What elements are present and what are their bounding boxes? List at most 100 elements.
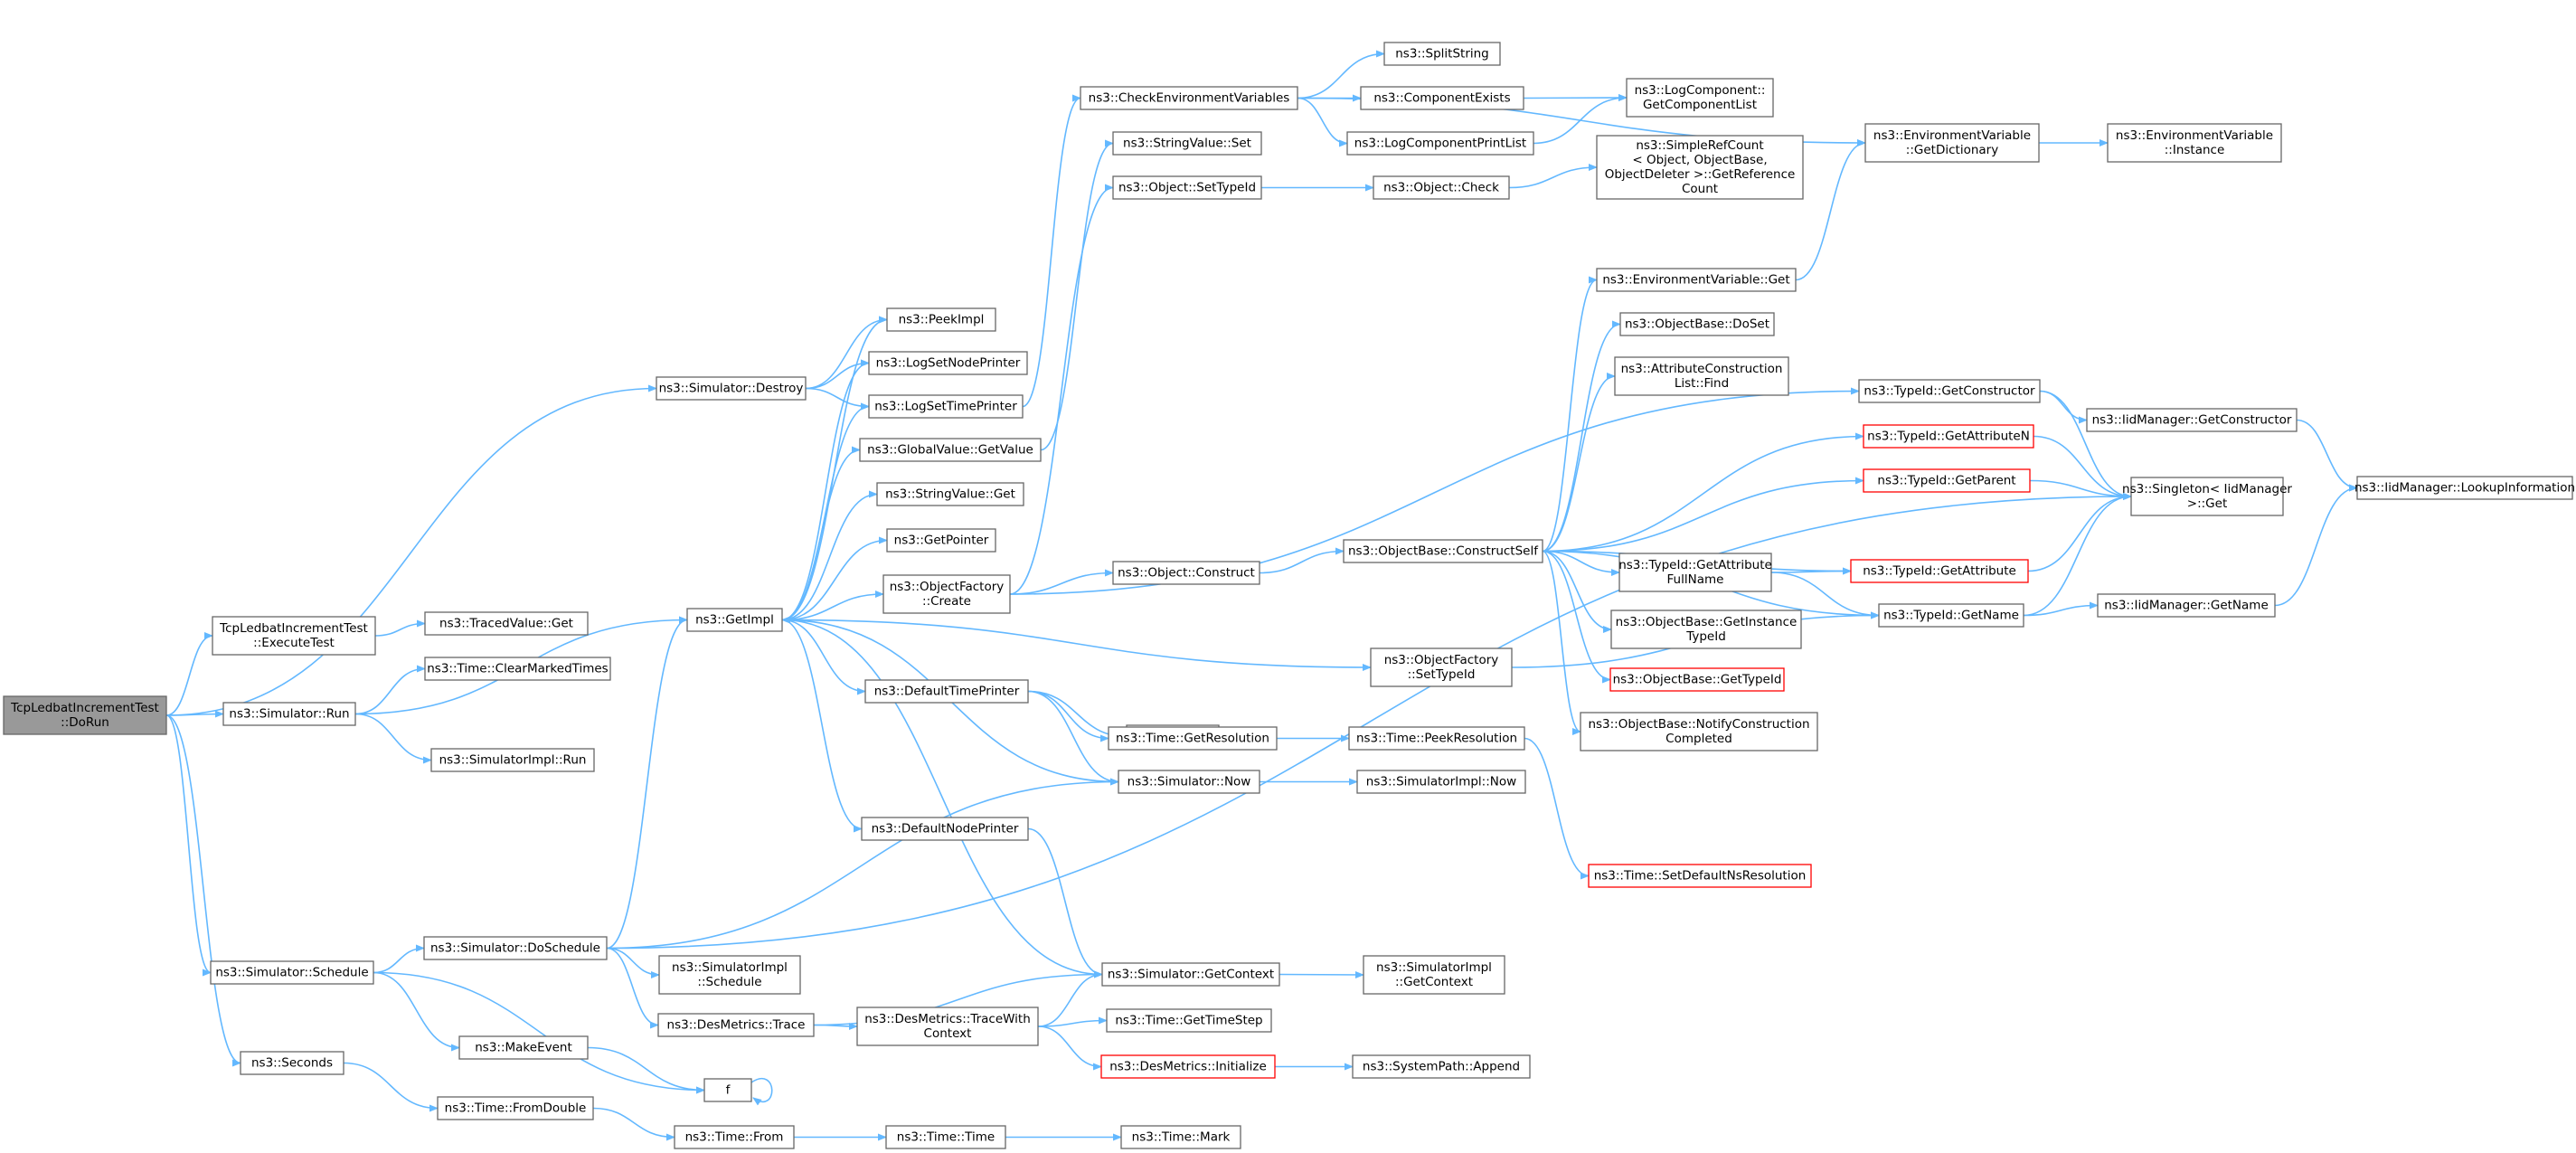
node-objCheck[interactable]: ns3::Object::Check: [1373, 175, 1510, 200]
node-box: [1080, 86, 1298, 110]
node-obGetTid[interactable]: ns3::ObjectBase::GetTypeId: [1609, 667, 1785, 692]
node-label: ns3::GlobalValue::GetValue: [867, 443, 1033, 458]
node-compExists[interactable]: ns3::ComponentExists: [1360, 86, 1524, 110]
edge-iidGetName-to-iidLookup: [2274, 484, 2358, 607]
node-ofSetTypeId[interactable]: ns3::ObjectFactory::SetTypeId: [1370, 647, 1513, 687]
node-label: ns3::TracedValue::Get: [439, 617, 573, 631]
node-simGetCtx[interactable]: ns3::Simulator::GetContext: [1101, 962, 1280, 987]
edge-simSchedule-to-simDoSchedule: [373, 944, 425, 974]
edge-fnF-to-fnF: [750, 1077, 773, 1106]
node-envInstance[interactable]: ns3::EnvironmentVariable::Instance: [2107, 123, 2282, 163]
node-iidLookup[interactable]: ns3::IidManager::LookupInformation: [2354, 476, 2575, 500]
node-desInit[interactable]: ns3::DesMetrics::Initialize: [1100, 1054, 1276, 1079]
node-label: TcpLedbatIncrementTest: [10, 701, 159, 715]
node-tidGetName[interactable]: ns3::TypeId::GetName: [1878, 603, 2024, 628]
node-box: [876, 482, 1024, 506]
node-execTest[interactable]: TcpLedbatIncrementTest::ExecuteTest: [212, 616, 376, 656]
node-simpleRefCount[interactable]: ns3::SimpleRefCount< Object, ObjectBase,…: [1596, 135, 1804, 200]
node-peekRes[interactable]: ns3::Time::PeekResolution: [1348, 726, 1525, 751]
node-logSetTime[interactable]: ns3::LogSetTimePrinter: [868, 394, 1024, 419]
node-box: [703, 1078, 752, 1102]
node-label: ::DoRun: [61, 715, 109, 730]
edge-tidGetAttrN-to-singletonGet: [2033, 435, 2132, 500]
node-tidGetAttrN[interactable]: ns3::TypeId::GetAttributeN: [1863, 424, 2034, 449]
node-objSetTypeId[interactable]: ns3::Object::SetTypeId: [1112, 175, 1262, 200]
node-splitString[interactable]: ns3::SplitString: [1383, 42, 1501, 66]
node-obConstructSelf[interactable]: ns3::ObjectBase::ConstructSelf: [1343, 539, 1543, 563]
node-timeFrom[interactable]: ns3::Time::From: [674, 1125, 795, 1149]
node-timeTime[interactable]: ns3::Time::Time: [885, 1125, 1006, 1149]
node-iidGetName[interactable]: ns3::IidManager::GetName: [2097, 593, 2276, 618]
node-simImplSchedule[interactable]: ns3::SimulatorImpl::Schedule: [658, 955, 801, 995]
node-simImplGetCtx[interactable]: ns3::SimulatorImpl::GetContext: [1363, 955, 1505, 995]
node-desTrace[interactable]: ns3::DesMetrics::Trace: [657, 1013, 815, 1037]
node-simNow[interactable]: ns3::Simulator::Now: [1118, 770, 1260, 794]
node-simDoSchedule[interactable]: ns3::Simulator::DoSchedule: [423, 936, 608, 960]
node-gvGetValue[interactable]: ns3::GlobalValue::GetValue: [859, 438, 1042, 462]
node-box: [1383, 42, 1501, 66]
node-box: [2130, 477, 2284, 516]
node-defNodePrinter[interactable]: ns3::DefaultNodePrinter: [861, 817, 1029, 841]
node-simImplRun[interactable]: ns3::SimulatorImpl::Run: [430, 748, 595, 772]
node-timeGetRes[interactable]: ns3::Time::GetResolution: [1108, 726, 1278, 751]
node-box: [856, 1007, 1039, 1046]
node-label: ns3::Object::Construct: [1118, 566, 1255, 581]
node-envGet[interactable]: ns3::EnvironmentVariable::Get: [1596, 268, 1797, 292]
node-box: [1619, 312, 1775, 336]
node-label: ns3::Seconds: [251, 1056, 333, 1071]
node-makeEvent[interactable]: ns3::MakeEvent: [458, 1035, 589, 1060]
node-simDestroy[interactable]: ns3::Simulator::Destroy: [656, 376, 807, 401]
node-logSetNode[interactable]: ns3::LogSetNodePrinter: [868, 351, 1028, 375]
node-obDoSet[interactable]: ns3::ObjectBase::DoSet: [1619, 312, 1775, 336]
node-tracedGet[interactable]: ns3::TracedValue::Get: [424, 611, 589, 636]
node-fnF[interactable]: f: [703, 1078, 752, 1102]
node-iidGetCtor[interactable]: ns3::IidManager::GetConstructor: [2086, 408, 2298, 432]
node-sysPathAppend[interactable]: ns3::SystemPath::Append: [1352, 1054, 1531, 1079]
node-box: [674, 1125, 795, 1149]
node-label: ns3::Singleton< IidManager: [2122, 482, 2292, 496]
node-getPointer[interactable]: ns3::GetPointer: [886, 528, 996, 553]
node-simRun[interactable]: ns3::Simulator::Run: [222, 702, 356, 726]
edge-simSchedule-to-makeEvent: [373, 971, 460, 1052]
node-logCompGetList[interactable]: ns3::LogComponent::GetComponentList: [1626, 78, 1774, 118]
node-setDefNs[interactable]: ns3::Time::SetDefaultNsResolution: [1588, 864, 1812, 888]
node-tidGetParent[interactable]: ns3::TypeId::GetParent: [1863, 468, 2031, 493]
node-simSchedule[interactable]: ns3::Simulator::Schedule: [210, 960, 374, 985]
node-envGetDict[interactable]: ns3::EnvironmentVariable::GetDictionary: [1864, 123, 2040, 163]
edge-getImpl-to-ofCreate: [781, 591, 884, 621]
node-box: [1618, 553, 1772, 592]
node-tidGetAttr[interactable]: ns3::TypeId::GetAttribute: [1850, 559, 2029, 583]
node-svGet[interactable]: ns3::StringValue::Get: [876, 482, 1024, 506]
node-label: ::Create: [922, 594, 971, 609]
node-peekImpl[interactable]: ns3::PeekImpl: [886, 307, 996, 332]
node-fromDouble[interactable]: ns3::Time::FromDouble: [437, 1096, 594, 1120]
node-defTimePrinter[interactable]: ns3::DefaultTimePrinter: [864, 679, 1029, 704]
node-objConstruct[interactable]: ns3::Object::Construct: [1112, 561, 1260, 585]
node-label: ::Instance: [2165, 143, 2225, 157]
node-box: [1112, 175, 1262, 200]
edge-getImpl-to-gvGetValue: [781, 446, 861, 621]
node-box: [1360, 86, 1524, 110]
node-obNotify[interactable]: ns3::ObjectBase::NotifyConstructionCompl…: [1580, 712, 1818, 751]
node-label: Context: [924, 1026, 972, 1041]
node-tidGetCtor[interactable]: ns3::TypeId::GetConstructor: [1858, 379, 2041, 403]
node-singletonGet[interactable]: ns3::Singleton< IidManager>::Get: [2122, 477, 2292, 516]
node-svSet[interactable]: ns3::StringValue::Set: [1112, 131, 1262, 156]
node-timeMark[interactable]: ns3::Time::Mark: [1120, 1125, 1241, 1149]
node-box: [1863, 468, 2031, 493]
node-checkEnv[interactable]: ns3::CheckEnvironmentVariables: [1080, 86, 1298, 110]
node-root[interactable]: TcpLedbatIncrementTest::DoRun: [3, 695, 167, 735]
node-timeGetStep[interactable]: ns3::Time::GetTimeStep: [1106, 1008, 1272, 1033]
edge-getImpl-to-logSetNode: [781, 359, 870, 621]
node-seconds[interactable]: ns3::Seconds: [240, 1051, 344, 1075]
node-logCompPrint[interactable]: ns3::LogComponentPrintList: [1346, 131, 1534, 156]
node-simImplNow[interactable]: ns3::SimulatorImpl::Now: [1356, 770, 1526, 794]
node-clearMarked[interactable]: ns3::Time::ClearMarkedTimes: [424, 657, 611, 681]
node-label: ns3::ObjectBase::NotifyConstruction: [1588, 717, 1809, 732]
node-ofCreate[interactable]: ns3::ObjectFactory::Create: [882, 574, 1011, 614]
node-getImpl[interactable]: ns3::GetImpl: [686, 608, 783, 632]
